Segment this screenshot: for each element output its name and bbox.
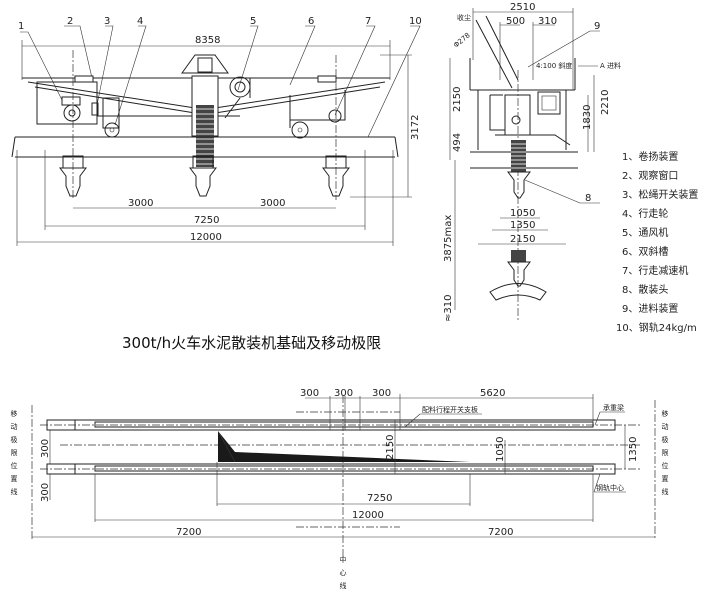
dim-2150-plan: 2150 [385, 435, 396, 460]
dim-300-c: 300 [372, 388, 391, 399]
walking-reducer [328, 109, 342, 123]
center-line-label: 中心线 [339, 555, 347, 595]
dim-3875max: 3875max [443, 215, 454, 262]
callout-6: 6 [308, 16, 314, 27]
callout-3: 3 [104, 16, 110, 27]
callout-5: 5 [250, 16, 256, 27]
dim-phi278: Φ278 [452, 31, 472, 49]
side-bellows [511, 140, 526, 262]
bellows [196, 105, 214, 167]
dim-494: 494 [452, 133, 463, 152]
switch-plate-label: 配料行程开关支板 [422, 405, 478, 414]
feed-label: A 进料 [600, 61, 621, 70]
legend-item: 1、卷扬装置 [622, 150, 678, 163]
side-view: 2510 500 310 收尘 Φ278 9 4:100 斜度 A 进料 8 [443, 2, 621, 322]
elevation-view: 1 2 3 4 5 6 7 10 8358 [11, 16, 422, 246]
dim-3172: 3172 [410, 115, 421, 140]
legend-item: 10、钢轨24kg/m [616, 321, 697, 334]
legend-item: 3、松绳开关装置 [622, 188, 698, 201]
limit-line-right-label: 移动极限位置线 [661, 409, 669, 501]
drawing-title: 300t/h火车水泥散装机基础及移动极限 [122, 334, 381, 352]
dim-8358: 8358 [195, 35, 220, 46]
dim-1830: 1830 [582, 105, 593, 130]
walking-wheel-right [291, 121, 309, 139]
callout-7: 7 [365, 16, 371, 27]
discharge-heads [59, 155, 350, 197]
beam-label: 承重梁 [603, 403, 624, 412]
dust-collection-label: 收尘 [457, 13, 471, 22]
dim-7250: 7250 [194, 215, 219, 226]
callout-2: 2 [67, 16, 73, 27]
limit-line-left-label: 移动极限位置线 [10, 409, 18, 501]
dim-12000-plan: 12000 [352, 510, 384, 521]
dim-3000-right: 3000 [260, 198, 285, 209]
legend-item: 8、散装头 [622, 283, 668, 296]
dim-310-bottom: ≈310 [443, 295, 454, 322]
parts-legend: 1、卷扬装置 2、观察窗口 3、松绳开关装置 4、行走轮 5、通风机 6、双斜槽… [616, 150, 698, 334]
legend-item: 2、观察窗口 [622, 169, 678, 182]
dim-300-bottom-left: 300 [40, 483, 51, 502]
dim-300-a: 300 [300, 388, 319, 399]
dim-1350: 1350 [510, 220, 535, 231]
callout-4: 4 [137, 16, 143, 27]
dim-500: 500 [506, 16, 525, 27]
dim-7200-left: 7200 [176, 527, 201, 538]
legend-item: 5、通风机 [622, 226, 668, 239]
legend-item: 4、行走轮 [622, 207, 668, 220]
dim-3000-left: 3000 [128, 198, 153, 209]
dim-300-b: 300 [334, 388, 353, 399]
plan-view: 300 300 300 5620 配料行程开关支板 承重梁 钢轨中心 300 3… [10, 388, 669, 595]
legend-item: 7、行走减速机 [622, 264, 688, 277]
dim-2510: 2510 [510, 2, 535, 13]
dim-1050-plan: 1050 [495, 437, 506, 462]
legend-item: 6、双斜槽 [622, 245, 668, 258]
walking-wheel-left [104, 122, 120, 138]
feed-wedge [218, 431, 470, 462]
dim-5620: 5620 [480, 388, 505, 399]
dim-12000: 12000 [190, 232, 222, 243]
rail-center-label: 钢轨中心 [596, 483, 624, 492]
dim-7250-plan: 7250 [367, 493, 392, 504]
observation-window [74, 75, 94, 83]
dim-2210: 2210 [600, 90, 611, 115]
dim-310: 310 [538, 16, 557, 27]
legend-item: 9、进料装置 [622, 302, 678, 315]
callout-9: 9 [594, 21, 600, 32]
callout-1: 1 [18, 21, 24, 32]
dim-2150-height: 2150 [452, 87, 463, 112]
dim-1350-plan: 1350 [628, 437, 639, 462]
side-column [504, 94, 531, 136]
dim-300-top-left: 300 [40, 439, 51, 458]
callout-8: 8 [585, 193, 591, 204]
dim-1050: 1050 [510, 208, 535, 219]
dim-2150-width: 2150 [510, 234, 535, 245]
callout-10: 10 [409, 16, 422, 27]
fan [229, 76, 251, 98]
slope-label: 4:100 斜度 [536, 61, 572, 70]
dim-7200-right: 7200 [488, 527, 513, 538]
elevation-callouts: 1 2 3 4 5 6 7 10 [18, 16, 422, 138]
